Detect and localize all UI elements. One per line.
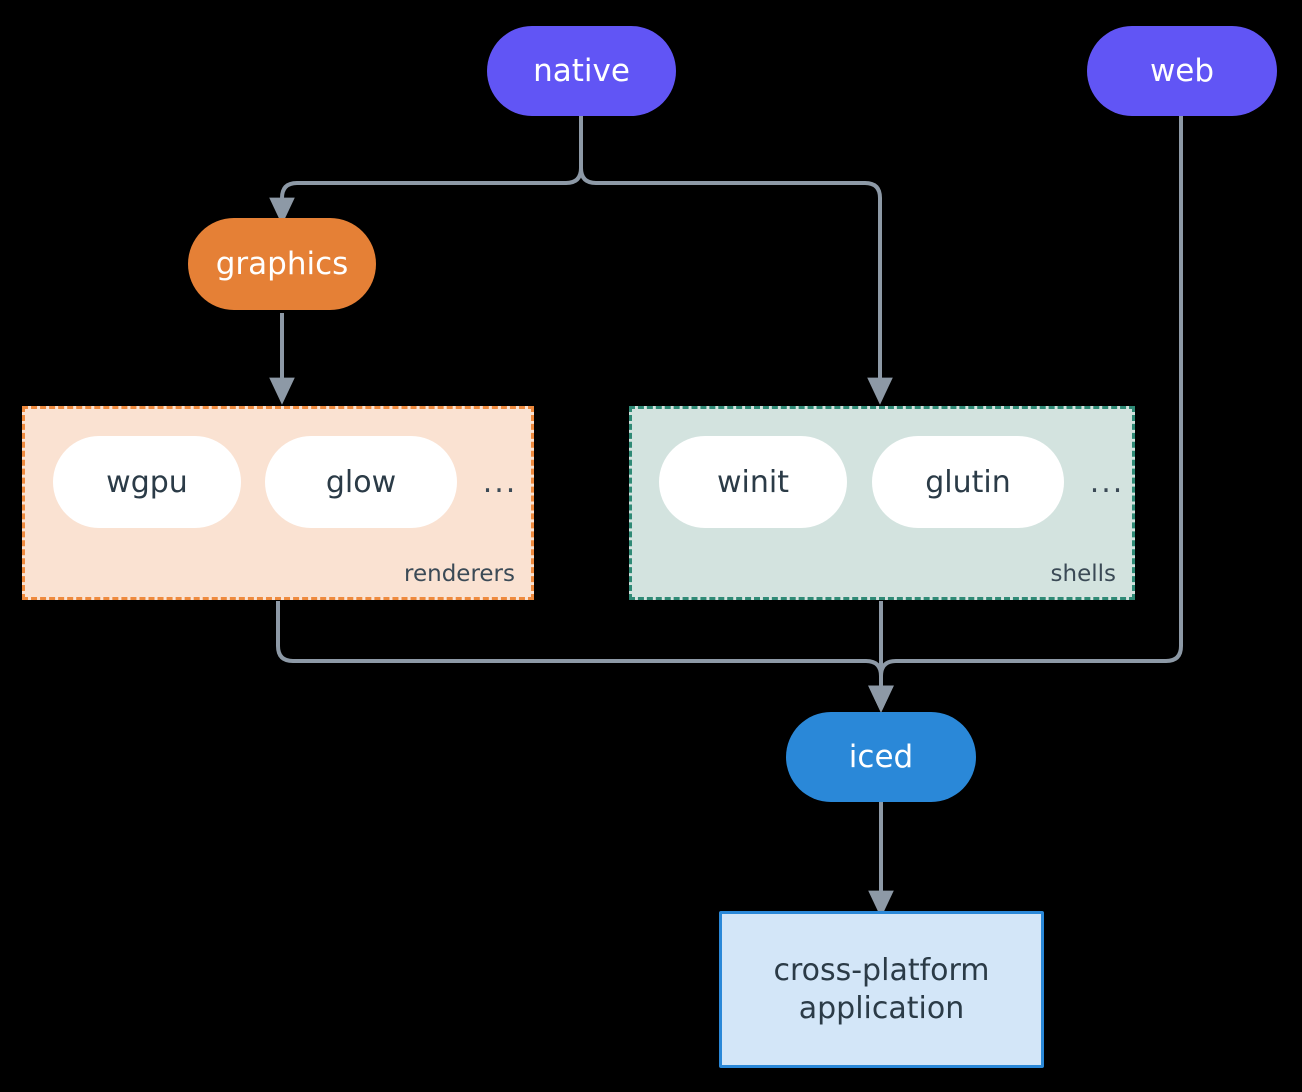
edge-renderers-to-iced: [276, 601, 894, 713]
node-web-label: web: [1149, 52, 1215, 89]
leaf-glutin[interactable]: glutin: [872, 436, 1064, 528]
shells-ellipsis-label: ...: [1089, 464, 1125, 500]
node-native-label: native: [533, 52, 630, 89]
node-native[interactable]: native: [487, 26, 676, 116]
group-shells-label: shells: [1050, 561, 1116, 587]
renderers-ellipsis-label: ...: [482, 464, 518, 500]
group-renderers: wgpu glow ... renderers: [22, 406, 534, 600]
leaf-wgpu-label: wgpu: [106, 464, 188, 500]
leaf-winit[interactable]: winit: [659, 436, 847, 528]
node-iced-label: iced: [848, 738, 914, 775]
leaf-wgpu[interactable]: wgpu: [53, 436, 241, 528]
node-iced[interactable]: iced: [786, 712, 976, 802]
group-renderers-label: renderers: [404, 561, 515, 587]
leaf-winit-label: winit: [717, 464, 789, 500]
node-web[interactable]: web: [1087, 26, 1277, 116]
renderers-ellipsis: ...: [475, 464, 525, 500]
group-shells: winit glutin ... shells: [629, 406, 1135, 600]
edge-native-to-shells: [579, 115, 893, 405]
application-label-line1: cross-platform: [773, 953, 990, 988]
edge-native-to-graphics: [269, 115, 583, 225]
node-application[interactable]: cross-platform application: [719, 911, 1044, 1068]
leaf-glow[interactable]: glow: [265, 436, 457, 528]
node-graphics-label: graphics: [215, 245, 349, 282]
shells-ellipsis: ...: [1082, 464, 1132, 500]
node-graphics[interactable]: graphics: [188, 218, 376, 310]
application-label-line2: application: [798, 990, 965, 1026]
leaf-glutin-label: glutin: [925, 464, 1011, 500]
leaf-glow-label: glow: [325, 464, 397, 500]
